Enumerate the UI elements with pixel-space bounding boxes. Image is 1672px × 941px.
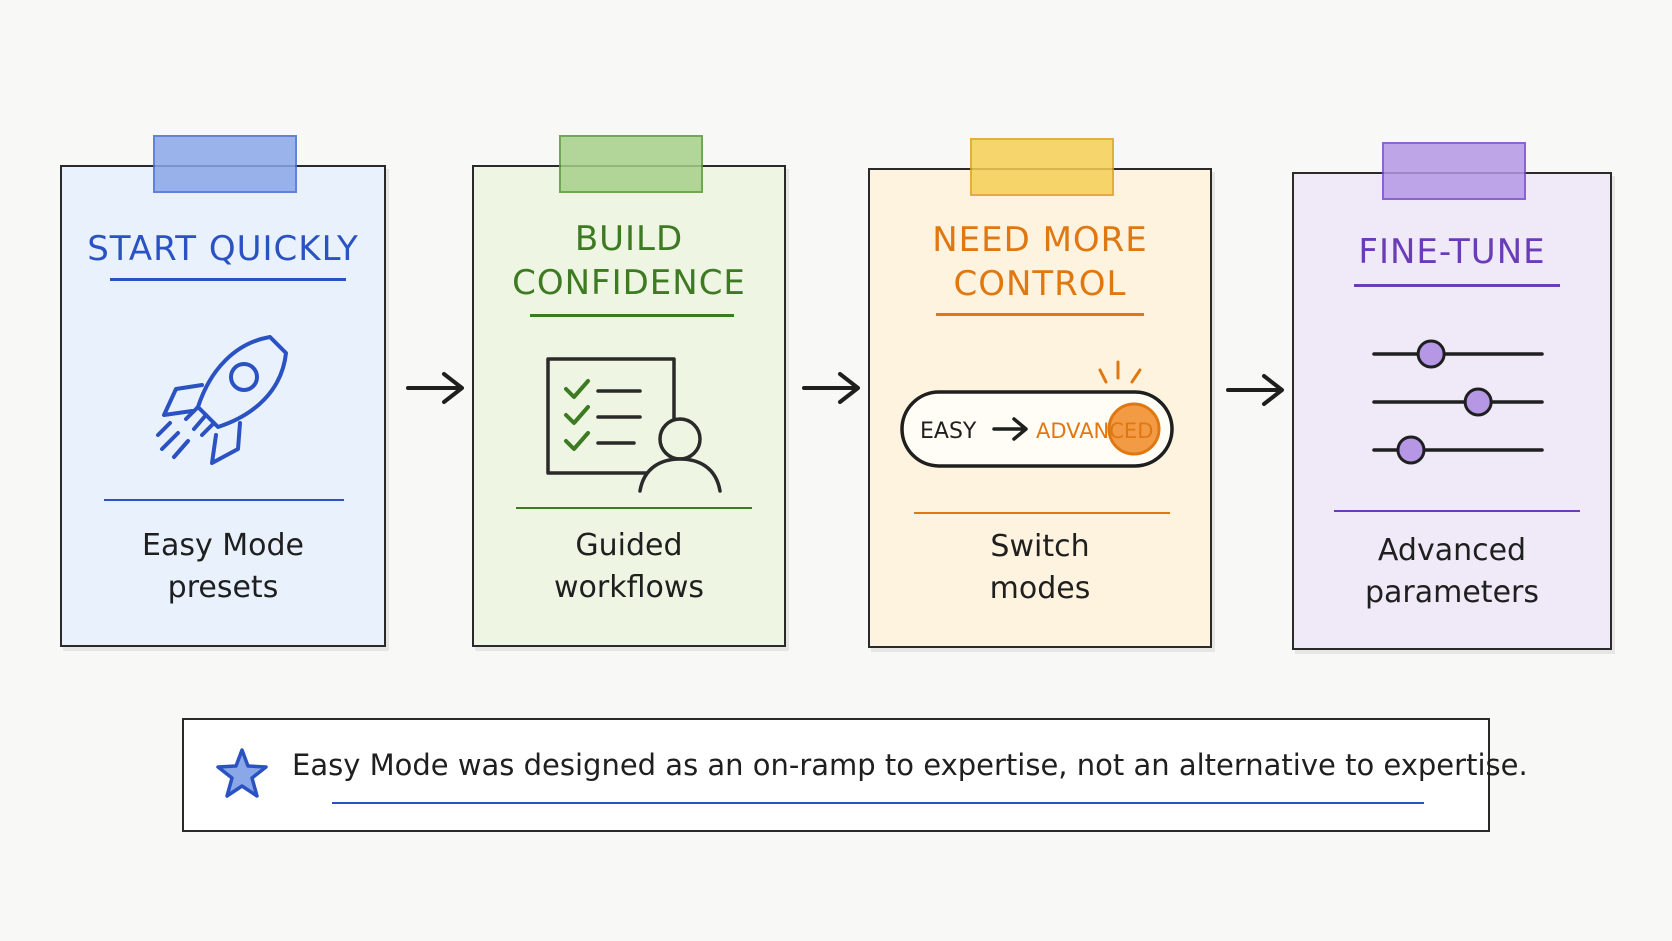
card-caption-line2: presets [167,570,279,605]
card-title: FINE-TUNE [1358,232,1546,272]
arrow-right-icon [802,372,860,404]
takeaway-text: Easy Mode was designed as an on-ramp to … [292,748,1528,782]
star-icon [216,748,268,798]
card-fine-tune: FINE-TUNE Advanced parameters [1292,142,1612,650]
card-title: START QUICKLY [87,229,359,269]
takeaway-note: Easy Mode was designed as an on-ramp to … [182,718,1528,832]
toggle-easy-label: EASY [920,419,977,444]
card-caption-line2: workflows [553,570,704,605]
title-underline [110,278,346,281]
slider-knob [1463,387,1493,417]
card-build-confidence: BUILD CONFIDENCE Guided workflows [472,135,786,647]
tape [970,138,1114,196]
takeaway-underline [332,802,1424,804]
toggle-advanced-label: ADVANCED [1036,419,1153,443]
tape [1382,142,1526,200]
title-underline [936,313,1144,316]
mode-toggle-icon: EASY ADVANCED [900,360,1174,468]
rocket-icon [156,335,288,465]
card-start-quickly: START QUICKLY Easy Mode presets [60,135,386,647]
arrow-right-icon [1226,374,1284,406]
sliders-icon [1372,339,1544,465]
card-caption-line1: Switch [990,529,1090,564]
divider [516,507,752,509]
card-title-line2: CONTROL [953,264,1127,304]
checklist-user-icon [546,357,722,493]
tape [153,135,297,193]
card-caption-line1: Advanced [1377,533,1527,568]
card-caption-line2: modes [989,571,1091,606]
arrow-right-icon [406,372,464,404]
card-caption-line2: parameters [1364,575,1539,610]
card-need-more-control: NEED MORE CONTROL EASY ADVANCED Switch m… [868,138,1212,648]
divider [1334,510,1580,512]
card-caption-line1: Easy Mode [142,528,304,563]
slider-knob [1396,435,1426,465]
divider [914,512,1170,514]
slider-knob [1416,339,1446,369]
card-caption-line1: Guided [575,528,683,563]
title-underline [530,314,734,317]
card-title-line1: BUILD [574,219,684,259]
tape [559,135,703,193]
divider [104,499,344,501]
card-title-line1: NEED MORE [932,220,1148,260]
title-underline [1354,284,1560,287]
card-title-line2: CONFIDENCE [512,263,746,303]
